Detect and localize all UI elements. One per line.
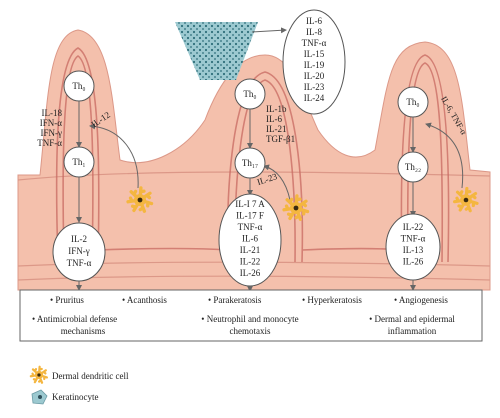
right-sec-item: IL-26 [403, 257, 424, 267]
outcome-antimicrobial-1: • Antimicrobial defense [32, 314, 117, 324]
middle-side-item: TGF-β1 [266, 134, 295, 144]
outcome-dermal-2: inflammation [388, 326, 437, 336]
cluster-text-item: IL-15 [304, 49, 325, 59]
cluster-text-item: IL-19 [304, 60, 325, 70]
legend-dendritic-label: Dermal dendritic cell [52, 371, 129, 381]
outcome-angiogenesis: • Angiogenesis [394, 295, 448, 305]
cluster-text-item: IL-24 [304, 93, 325, 103]
left-sec-item: IFN-γ [68, 246, 89, 256]
cluster-cytokine-oval [282, 9, 346, 115]
left-side-item: IFN-γ [41, 128, 62, 138]
left-sec-item: TNF-α [67, 258, 92, 268]
right-sec-item: IL-22 [403, 222, 424, 232]
outcome-box [19, 289, 483, 342]
outcome-parakeratosis: • Parakeratosis [208, 295, 262, 305]
middle-sec-item: TNF-α [238, 222, 263, 232]
cluster-arrow [251, 27, 287, 34]
cluster-text-item: IL-23 [304, 82, 325, 92]
legend-keratinocyte-label: Keratinocyte [52, 392, 98, 402]
right-sec-item: IL-13 [403, 245, 424, 255]
outcome-dermal-1: • Dermal and epidermal [369, 314, 455, 324]
left-sec-item: IL-2 [71, 234, 87, 244]
left-side-item: IFN-α [40, 118, 62, 128]
cluster-text-item: TNF-α [302, 38, 327, 48]
left-side-item: TNF-α [37, 138, 62, 148]
middle-side-item: IL-6 [266, 114, 282, 124]
dendritic-cell-middle [282, 194, 310, 221]
outcome-antimicrobial-2: mechanisms [61, 326, 106, 336]
middle-sec-item: IL-26 [240, 268, 261, 278]
middle-side-item: IL-21 [266, 124, 287, 134]
outcome-pruritus: • Pruritus [50, 295, 84, 305]
middle-th17-label: Th₁₇ [242, 158, 258, 168]
outcome-neutrophil-1: • Neutrophil and monocyte [201, 314, 298, 324]
middle-side-item: IL-1b [266, 104, 287, 114]
outcome-neutrophil-2: chemotaxis [230, 326, 271, 336]
legend-keratinocyte-icon [31, 389, 48, 405]
cluster-text-item: IL-20 [304, 71, 325, 81]
left-side-item: IL-18 [42, 108, 63, 118]
middle-sec-item: IL-6 [242, 234, 258, 244]
legend-dendritic-icon [29, 365, 49, 384]
left-th0-label: Th₀ [72, 81, 85, 91]
cluster-text-item: IL-8 [306, 27, 322, 37]
middle-sec-item: IL-I 7 A [235, 199, 265, 209]
outcome-acanthosis: • Acanthosis [122, 295, 167, 305]
middle-sec-item: IL-21 [240, 245, 261, 255]
right-sec-item: TNF-α [401, 234, 426, 244]
middle-sec-item: IL-17 F [236, 211, 264, 221]
cluster-text-item: IL-6 [306, 16, 322, 26]
middle-sec-item: IL-22 [240, 257, 261, 267]
dendritic-cell-left [126, 186, 154, 213]
dendritic-cell-right [453, 186, 479, 213]
left-th1-label: Th₁ [72, 157, 85, 167]
right-th22-label: Th₂₂ [405, 162, 421, 172]
middle-th0-label: Th₀ [243, 89, 256, 99]
outcome-hyperkeratosis: • Hyperkeratosis [302, 295, 362, 305]
right-th0-label: Th₀ [406, 97, 419, 107]
